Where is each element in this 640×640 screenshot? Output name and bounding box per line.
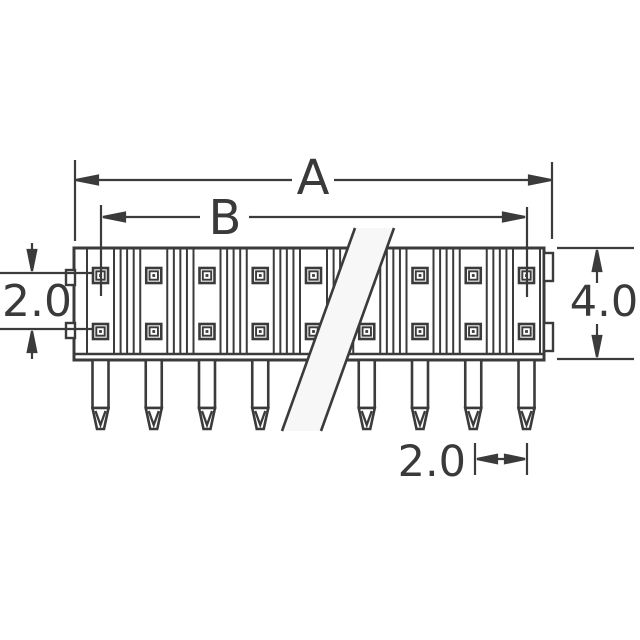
pin-contact-pad-dot	[418, 274, 422, 277]
pin-shaft	[91, 358, 110, 410]
pin-contact-pad-dot	[99, 330, 102, 333]
right-mounting-tab	[542, 321, 555, 353]
dim-a-arrow-right	[527, 174, 552, 186]
pin-tip-chamfer	[94, 410, 107, 429]
pin-contact-pad-dot	[525, 330, 528, 333]
dim-a-arrow-left	[75, 174, 100, 186]
pin-contact-pad-dot	[312, 274, 315, 277]
pin-shaft	[197, 358, 217, 410]
dimension-pin-span	[99, 205, 529, 297]
pin-contact-pad-dot	[258, 330, 262, 333]
break-band-edge-right	[319, 227, 396, 432]
pin-tip-chamfer	[360, 410, 373, 429]
pin-contact-pad-dot	[312, 330, 315, 333]
dimension-overall-width	[73, 160, 554, 241]
body-outline	[72, 246, 546, 362]
pin-contact-pad-dot	[418, 330, 422, 333]
connector-pins	[90, 358, 537, 431]
pin-shaft	[357, 358, 377, 410]
break-band-edge-left	[280, 227, 357, 432]
pin-tip-chamfer	[413, 410, 427, 429]
pin-shaft	[463, 358, 483, 410]
pin-tip-chamfer	[147, 410, 160, 429]
dim-rowpitch-label: 2.0	[2, 276, 72, 327]
dim-height-label: 4.0	[570, 277, 638, 327]
dim-b-arrow-left	[102, 211, 127, 223]
pin-contact-pad-dot	[205, 274, 209, 277]
right-mounting-tab	[542, 251, 555, 283]
dim-b-arrow-right	[501, 211, 526, 223]
dimension-insulator-height	[557, 246, 634, 361]
dim-pinpitch-arrow-left	[476, 453, 499, 465]
pin-shaft	[250, 358, 270, 410]
dim-height-arrow-down	[591, 334, 603, 358]
pin-shaft	[517, 358, 536, 410]
pin-contact-pad-dot	[152, 274, 156, 277]
break-symbol	[280, 227, 396, 432]
dim-b-label: B	[209, 190, 242, 246]
dimension-pin-pitch	[473, 443, 529, 475]
dim-rowpitch-arrow-up	[26, 330, 38, 354]
dim-a-label: A	[297, 150, 330, 206]
dim-rowpitch-arrow-down	[26, 248, 38, 272]
pin-contact-pad-dot	[205, 330, 209, 333]
dim-height-arrow-up	[591, 249, 603, 273]
left-mounting-tab	[64, 321, 77, 340]
pin-contact-pad-dot	[471, 274, 475, 277]
left-mounting-tab	[64, 268, 77, 287]
pin-contact-pad-dot	[258, 274, 262, 277]
dim-pinpitch-arrow-right	[503, 453, 526, 465]
connector-body	[64, 246, 555, 362]
pin-contact-pad-dot	[471, 330, 475, 333]
pin-shaft	[144, 358, 164, 410]
pin-tip-chamfer	[467, 410, 480, 429]
pin-contact-pad-dot	[365, 330, 369, 333]
pin-tip-chamfer	[520, 410, 533, 429]
pin-contact-pad-dot	[152, 330, 156, 333]
pin-tip-chamfer	[254, 410, 267, 429]
dim-pinpitch-label: 2.0	[398, 437, 466, 487]
dimension-row-pitch	[0, 243, 93, 359]
pin-tip-chamfer	[200, 410, 214, 429]
pin-shaft	[410, 358, 430, 410]
break-band-fill	[282, 228, 394, 431]
